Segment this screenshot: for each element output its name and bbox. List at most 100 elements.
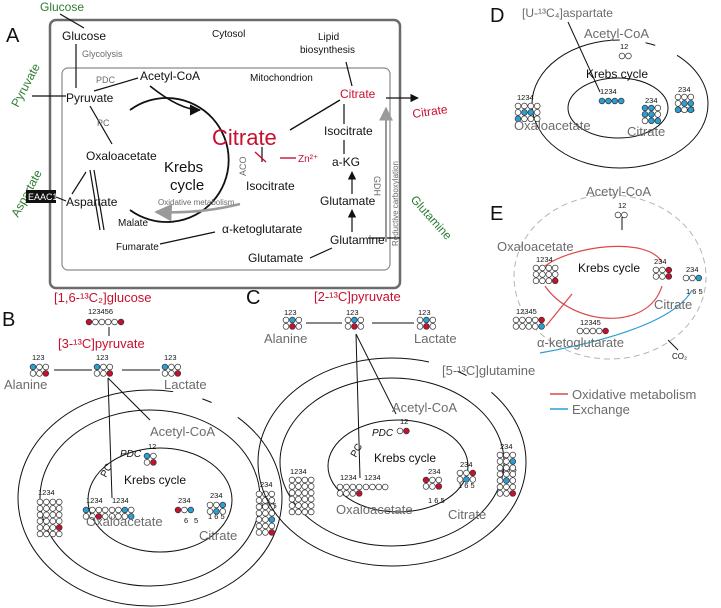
carbon-atom: [674, 106, 682, 114]
b-glucose-idx: 123456: [88, 307, 113, 316]
carbon-atom: [108, 506, 116, 514]
d-aspartate-label: [U-¹³C₄]aspartate: [522, 6, 613, 20]
carbon-atom: [509, 470, 517, 478]
carbon-atom: [42, 363, 50, 371]
carbon-atom: [295, 316, 303, 324]
d-acetyl-coa-label: Acetyl-CoA: [584, 26, 649, 41]
e-legend-oxidative: Oxidative metabolism: [572, 387, 696, 402]
e-gln-idx: 12345: [516, 307, 537, 316]
carbon-atom: [43, 524, 50, 531]
b-lac-idx: 123: [164, 353, 177, 362]
carbon-atom: [527, 109, 535, 116]
c-pyruvate-atoms: [282, 316, 437, 330]
carbon-atom: [512, 316, 520, 324]
carbon-atom: [654, 104, 662, 112]
carbon-atom: [288, 508, 296, 516]
pdc-line: [93, 77, 139, 92]
e-cit-165: 1 6 5: [686, 287, 703, 296]
carbon-atom: [288, 502, 296, 509]
d-inner-cycle: [567, 77, 669, 139]
carbon-atom: [496, 470, 504, 478]
e-acetyl-atoms: [614, 211, 628, 219]
carbon-atom: [519, 316, 526, 324]
c-alanine-label: Alanine: [264, 331, 307, 346]
c-inner-cycle: [327, 419, 469, 513]
carbon-atom: [255, 490, 263, 498]
e-citrate-label: Citrate: [654, 297, 692, 312]
panel-d-letter: D: [490, 5, 504, 27]
carbon-atom: [288, 476, 296, 484]
b-right-idx: 234: [260, 480, 273, 489]
carbon-atom: [539, 271, 546, 278]
d-oxaloacetate-label: Oxaloacetate: [514, 118, 591, 133]
carbon-atom: [509, 451, 517, 459]
carbon-atom: [127, 513, 135, 520]
b-glucose-label: [1,6-¹³C₂]glucose: [54, 290, 152, 305]
carbon-atom: [532, 264, 540, 272]
d-cit-in-idx: 234: [645, 96, 658, 105]
carbon-atom: [295, 508, 302, 516]
carbon-atom: [514, 102, 522, 110]
carbon-atom: [539, 277, 546, 285]
lipid-label-2: biosynthesis: [300, 45, 355, 56]
panel-b: B [1,6-¹³C₂]glucose 123456 [3-¹³C]pyruva…: [2, 290, 283, 607]
carbon-atom: [255, 509, 263, 517]
carbon-atom: [49, 511, 57, 519]
carbon-atom: [121, 506, 129, 514]
b-pyruvate-atoms: [29, 363, 182, 377]
e-oxaloacetate-label: Oxaloacetate: [497, 239, 574, 254]
citrate-transfer-line: [289, 99, 341, 131]
carbon-atom: [295, 476, 302, 484]
b-cit-in-idx: 234: [178, 496, 191, 505]
carbon-atom: [503, 477, 510, 484]
carbon-atom: [268, 490, 276, 498]
carbon-atom: [648, 117, 655, 125]
carbon-atom: [503, 458, 510, 465]
carbon-atom: [36, 524, 44, 531]
carbon-atom: [82, 513, 90, 520]
carbon-atom: [576, 327, 584, 335]
carbon-atom: [503, 483, 510, 491]
e-cit-in-idx: 234: [654, 257, 667, 266]
carbon-atom: [503, 470, 510, 478]
b-acetyl-atoms: [143, 452, 157, 466]
e-acetyl-coa-label: Acetyl-CoA: [586, 184, 651, 199]
glucose-import-line: [59, 13, 85, 29]
carbon-atom: [150, 459, 157, 466]
citrate-outside: Citrate: [411, 102, 448, 121]
b-pc-line: [107, 377, 113, 499]
b-cit-in-5: 5: [194, 516, 198, 525]
d-citrate-label: Citrate: [627, 124, 665, 139]
carbon-atom: [49, 505, 57, 512]
carbon-atom: [533, 115, 541, 123]
carbon-atom: [307, 476, 315, 484]
oaa-malate-line-2: [93, 169, 105, 231]
carbon-atom: [29, 363, 37, 371]
e-co2-line: [667, 339, 679, 351]
carbon-atom: [104, 318, 112, 326]
d-asp-line: [567, 21, 601, 93]
acetyl-coa-entry-arrow: [149, 85, 202, 116]
carbon-atom: [665, 273, 673, 280]
c-ala-idx: 123: [284, 308, 297, 317]
oaa-aspartate-line: [71, 171, 87, 195]
carbon-atom: [55, 505, 63, 512]
carbon-atom: [295, 323, 303, 330]
carbon-atom: [527, 115, 535, 123]
carbon-atom: [288, 483, 296, 490]
carbon-atom: [187, 506, 195, 514]
carbon-atom: [43, 505, 50, 512]
b-ala-idx: 123: [32, 353, 45, 362]
c-pdc-line: [355, 333, 397, 415]
carbon-atom: [55, 530, 63, 538]
carbon-atom: [496, 477, 504, 484]
akg-node: α-ketoglutarate: [222, 222, 303, 236]
carbon-atom: [532, 271, 540, 278]
carbon-atom: [161, 370, 169, 377]
carbon-atom: [43, 511, 50, 519]
carbon-atom: [509, 464, 517, 472]
zn-inhibit-mark: [254, 151, 267, 163]
carbon-atom: [255, 503, 263, 511]
carbon-atom: [150, 452, 157, 460]
d-acetyl-atoms: [618, 52, 632, 60]
